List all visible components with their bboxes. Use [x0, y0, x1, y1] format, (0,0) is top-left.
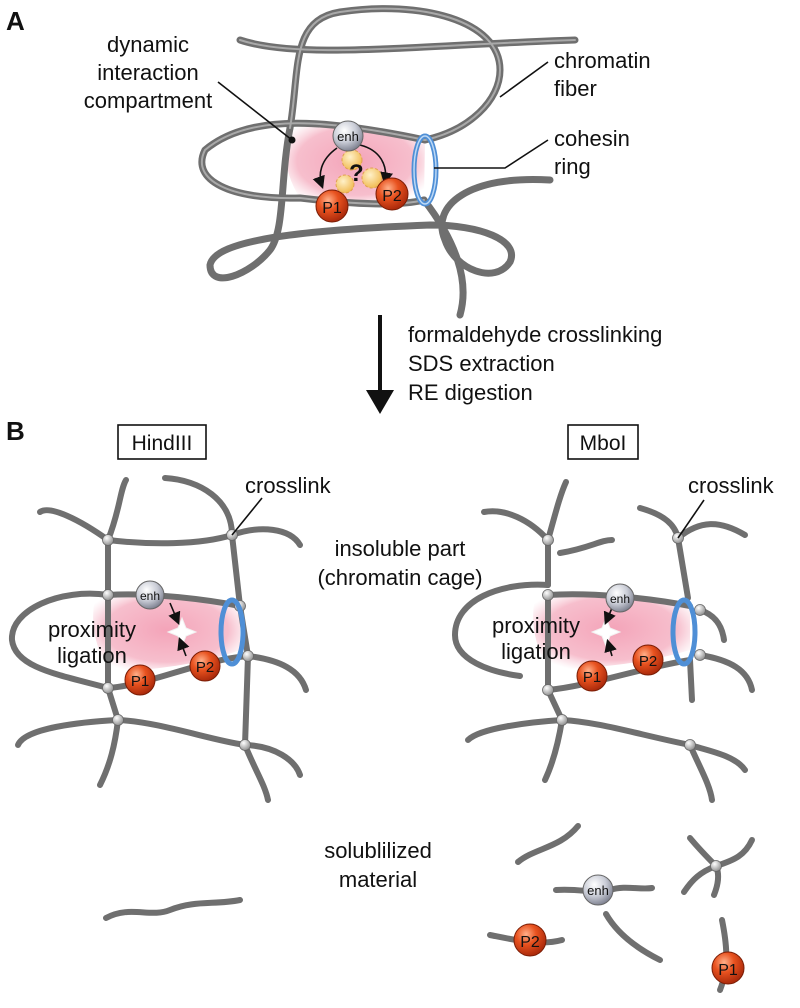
compartment-label-line3: compartment [84, 88, 212, 113]
mboi-crosslink-nodes [542, 532, 706, 751]
chromatin-fiber-label-line1: chromatin [554, 48, 651, 73]
hindiii-ligation-label-line2: ligation [57, 643, 127, 668]
hindiii-enhancer [135, 580, 165, 610]
soluble-promoter-p1 [711, 951, 745, 985]
hindiii-cage: enh P1 P2 proximity ligation crosslink [9, 473, 332, 803]
mboi-label: MboI [580, 432, 627, 455]
soluble-enhancer-label: enh [587, 883, 609, 898]
process-arrow [366, 315, 394, 414]
step-re-digestion: RE digestion [408, 380, 533, 405]
hindiii-cohesin-ring [218, 597, 246, 667]
cohesin-label-line1: cohesin [554, 126, 630, 151]
soluble-p1-label: P1 [718, 962, 738, 979]
question-mark: ? [349, 160, 364, 187]
step-crosslinking: formaldehyde crosslinking [408, 322, 662, 347]
mboi-box [567, 424, 639, 460]
hindiii-ligation-label-line1: proximity [48, 617, 136, 642]
promoter-p2 [375, 177, 409, 211]
enhancer-label: enh [337, 129, 359, 144]
panel-label-b: B [6, 416, 25, 446]
mboi-promoter-p1 [576, 660, 608, 692]
mboi-ligation-label-line1: proximity [492, 613, 580, 638]
panel-label-a: A [6, 6, 25, 36]
soluble-promoter-p2 [513, 923, 547, 957]
soluble-label-line1: solublilized [324, 838, 432, 863]
soluble-fragment [713, 837, 755, 869]
promoter-p2-label: P2 [382, 188, 402, 205]
step-sds-extraction: SDS extraction [408, 351, 555, 376]
solubilized-material: enh P2 P1 [103, 823, 755, 993]
compartment-label-line1: dynamic [107, 32, 189, 57]
chromatin-fiber [198, 5, 579, 319]
compartment-label-line2: interaction [97, 60, 199, 85]
hindiii-enhancer-label: enh [140, 589, 160, 603]
hindiii-box [117, 424, 207, 460]
cohesin-label-line2: ring [554, 154, 591, 179]
mboi-cage: enh P1 P2 proximity ligation crosslink [452, 473, 775, 803]
mboi-fibers [452, 479, 755, 803]
hindiii-label: HindIII [132, 432, 193, 455]
mboi-ligation-label-line2: ligation [501, 639, 571, 664]
soluble-fragment [103, 897, 243, 921]
soluble-label-line2: material [339, 867, 417, 892]
mboi-cohesin-ring [670, 597, 698, 667]
mboi-p2-label: P2 [639, 653, 657, 670]
soluble-fragment [681, 863, 719, 895]
hindiii-p1-label: P1 [131, 673, 149, 690]
soluble-p2-label: P2 [520, 934, 540, 951]
factor-blob [335, 174, 355, 194]
promoter-p1-label: P1 [322, 200, 342, 217]
insoluble-label-line1: insoluble part [335, 536, 466, 561]
mboi-enhancer [605, 583, 635, 613]
mboi-promoter-p2 [632, 644, 664, 676]
insoluble-label-line2: (chromatin cage) [317, 565, 482, 590]
panel-a-diagram: ? enh P1 P2 dynamic interaction compartm… [84, 5, 651, 319]
soluble-enhancer [582, 874, 614, 906]
hindiii-promoter-p2 [189, 650, 221, 682]
soluble-fragment [515, 823, 581, 865]
mboi-p1-label: P1 [583, 669, 601, 686]
hindiii-promoter-p1 [124, 664, 156, 696]
promoter-p1 [315, 189, 349, 223]
chromatin-fiber-label-line2: fiber [554, 76, 597, 101]
enhancer [332, 120, 364, 152]
mboi-enhancer-label: enh [610, 592, 630, 606]
hindiii-crosslink-label: crosslink [245, 473, 332, 498]
mboi-crosslink-label: crosslink [688, 473, 775, 498]
soluble-fragment [603, 911, 663, 963]
hindiii-p2-label: P2 [196, 659, 214, 676]
